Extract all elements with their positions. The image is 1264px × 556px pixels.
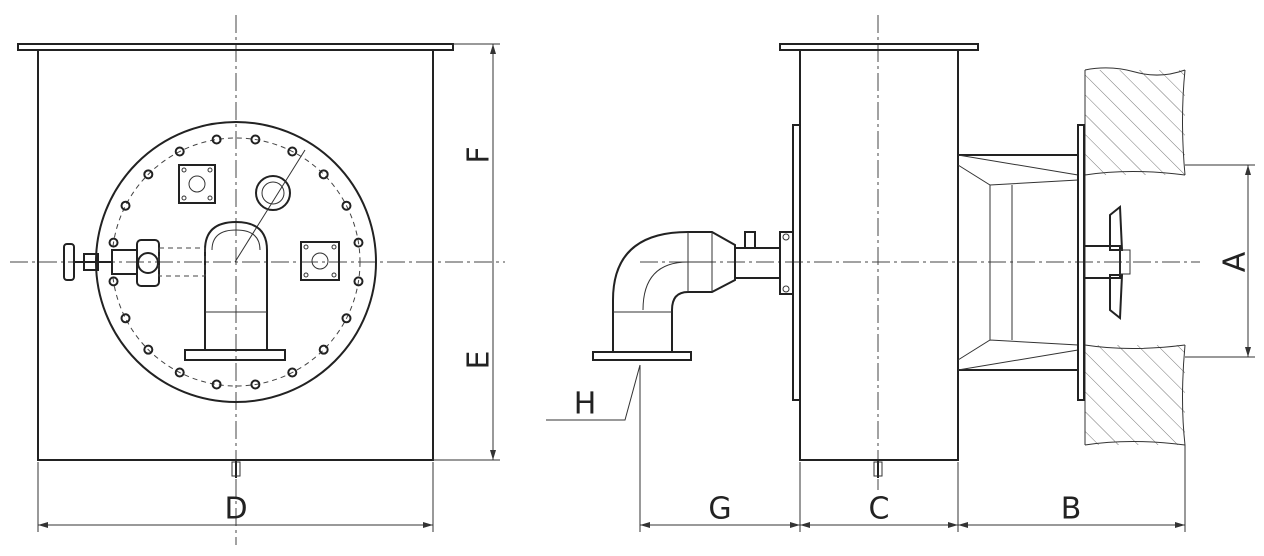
dimension-label-B: B [1061,492,1082,527]
bolt-hole [318,344,329,355]
bolt-holes [108,134,364,390]
valve-handwheel [63,239,206,287]
bolt-hole [353,276,364,287]
dimension-label-F: F [462,146,497,163]
bolt-hole [287,367,298,378]
bolt-hole [174,146,185,157]
dimension-label-C: C [869,492,890,527]
bolt-hole [353,237,364,248]
bolt-hole [250,134,261,145]
side-outlet-pipe [592,231,794,361]
bolt-hole [108,276,119,287]
wall-fan [1083,204,1131,321]
dimension-label-D: D [224,492,247,527]
dimension-label-A: A [1218,251,1253,272]
bolt-hole [341,200,352,211]
bolt-hole [120,313,131,324]
bolt-hole [287,146,298,157]
bolt-hole [341,313,352,324]
dimension-lines-side [639,164,1255,532]
sight-glass [234,149,306,263]
bolt-hole [143,344,154,355]
bolt-hole [174,367,185,378]
dimension-lines-front [37,43,500,532]
bolt-hole [250,379,261,390]
bolt-hole [211,379,222,390]
dimension-label-G: G [708,492,731,527]
bolt-hole [120,200,131,211]
front-view: F E D [10,15,505,545]
bolt-hole [143,169,154,180]
bolt-hole [108,237,119,248]
outlet-pipe [184,220,286,361]
wall-section [1084,67,1186,446]
leader-H [546,364,641,421]
label-H: H [574,387,597,422]
square-port-right [300,241,340,281]
bolt-hole [318,169,329,180]
side-box-body [799,49,959,461]
bolt-hole [211,134,222,145]
side-view: H A G C B [546,15,1255,532]
dimension-label-E: E [462,351,497,370]
square-port-upper [178,164,216,204]
